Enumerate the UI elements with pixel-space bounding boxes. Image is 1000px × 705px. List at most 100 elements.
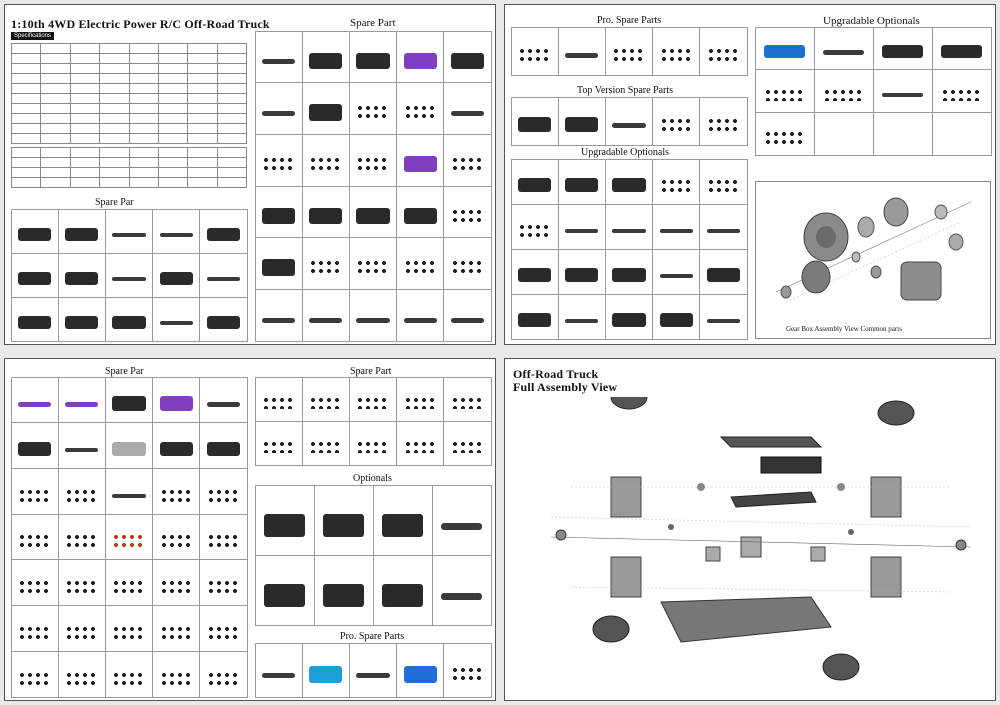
part-cell xyxy=(443,376,492,422)
spare-part-left-heading: Spare Par xyxy=(95,197,134,208)
part-cell xyxy=(396,237,445,290)
part-cell xyxy=(254,185,303,239)
upgradable-optionals-grid-2 xyxy=(510,158,748,340)
part-cell xyxy=(510,26,559,76)
part-cell xyxy=(57,376,106,424)
sheet-spare-parts-2: Spare Par Spare xyxy=(4,358,496,701)
part-cell xyxy=(604,248,654,295)
part-cell xyxy=(301,185,350,239)
part-cell xyxy=(372,554,433,626)
part-cell xyxy=(699,26,748,76)
part-cell xyxy=(199,296,248,342)
part-cell xyxy=(254,30,303,84)
part-cell xyxy=(443,237,492,290)
part-cell xyxy=(313,554,374,626)
part-cell xyxy=(510,96,559,146)
part-cell xyxy=(604,293,654,340)
part-cell xyxy=(199,467,248,515)
part-cell xyxy=(152,513,201,561)
part-cell xyxy=(199,208,248,254)
spare-part-right-heading: Spare Part xyxy=(350,17,396,29)
part-cell xyxy=(104,650,154,698)
part-cell xyxy=(254,82,303,135)
gearbox-assembly-panel: Gear Box Assembly View Common parts xyxy=(755,181,991,339)
part-cell xyxy=(10,296,59,342)
part-cell xyxy=(754,111,815,156)
part-cell xyxy=(152,376,201,424)
part-cell xyxy=(372,484,433,556)
assembly-title-line1: Off-Road Truck xyxy=(513,367,599,381)
upgradable-optionals-grid xyxy=(754,26,992,156)
part-cell xyxy=(443,133,492,187)
part-cell xyxy=(396,82,445,135)
part-cell xyxy=(57,650,106,698)
part-cell xyxy=(152,208,201,254)
part-cell xyxy=(699,96,748,146)
pro-spare-parts-heading-3: Pro. Spare Parts xyxy=(340,631,405,642)
part-cell xyxy=(510,203,559,250)
part-cell xyxy=(652,158,701,205)
part-cell xyxy=(104,559,154,607)
part-cell xyxy=(813,111,874,156)
part-cell xyxy=(557,293,606,340)
spare-parts-grid-page3-left xyxy=(10,376,248,698)
part-cell xyxy=(10,605,59,652)
part-cell xyxy=(152,605,201,652)
part-cell xyxy=(199,605,248,652)
part-cell xyxy=(104,376,154,424)
part-cell xyxy=(557,248,606,295)
part-cell xyxy=(57,296,106,342)
part-cell xyxy=(652,26,701,76)
part-cell xyxy=(872,26,933,71)
spare-part-left-heading-3: Spare Par xyxy=(105,366,144,377)
part-cell xyxy=(931,69,992,113)
part-cell xyxy=(301,237,350,290)
part-cell xyxy=(104,605,154,652)
part-cell xyxy=(348,376,398,422)
part-cell xyxy=(152,296,201,342)
part-cell xyxy=(813,26,874,71)
part-cell xyxy=(104,513,154,561)
part-cell xyxy=(104,208,154,254)
part-cell xyxy=(604,203,654,250)
part-cell xyxy=(348,30,398,84)
part-cell xyxy=(152,467,201,515)
part-cell xyxy=(813,69,874,113)
specifications-table xyxy=(10,43,248,144)
spare-parts-grid-page3-right xyxy=(254,376,492,466)
part-cell xyxy=(443,185,492,239)
part-cell xyxy=(396,185,445,239)
part-cell xyxy=(104,296,154,342)
part-cell xyxy=(199,252,248,298)
sheet-spare-parts-1: 1:10th 4WD Electric Power R/C Off-Road T… xyxy=(4,4,496,345)
part-cell xyxy=(443,420,492,466)
part-cell xyxy=(396,642,445,698)
part-cell xyxy=(348,237,398,290)
part-cell xyxy=(254,376,303,422)
part-cell xyxy=(152,650,201,698)
truck-exploded-drawing xyxy=(550,397,972,681)
part-cell xyxy=(254,484,315,556)
part-cell xyxy=(443,82,492,135)
part-cell xyxy=(301,420,350,466)
part-cell xyxy=(557,158,606,205)
optionals-heading: Optionals xyxy=(353,473,392,484)
part-cell xyxy=(10,513,59,561)
part-cell xyxy=(604,158,654,205)
part-cell xyxy=(152,422,201,469)
part-cell xyxy=(431,554,492,626)
part-cell xyxy=(348,133,398,187)
part-cell xyxy=(396,376,445,422)
part-cell xyxy=(57,559,106,607)
part-cell xyxy=(443,642,492,698)
part-cell xyxy=(931,111,992,156)
part-cell xyxy=(652,203,701,250)
part-cell xyxy=(699,158,748,205)
part-cell xyxy=(557,203,606,250)
spare-parts-grid-right xyxy=(254,30,492,342)
part-cell xyxy=(10,467,59,515)
specifications-badge: Specifications xyxy=(11,32,55,40)
part-cell xyxy=(10,376,59,424)
sheet-pro-spare-parts: Pro. Spare Parts Top Version Spare Parts… xyxy=(504,4,996,345)
sheet-full-assembly-view: Off-Road Truck Full Assembly View xyxy=(504,358,996,701)
